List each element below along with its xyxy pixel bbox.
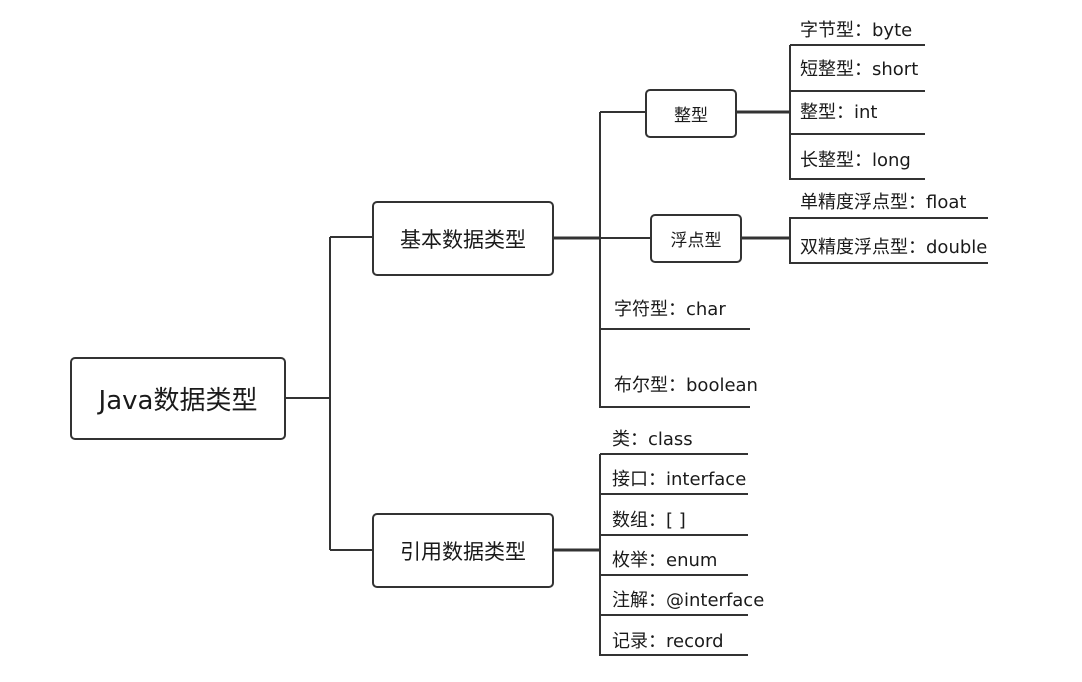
floating-label: 浮点型	[670, 231, 722, 251]
reference-types-label: 引用数据类型	[400, 539, 526, 564]
reference-types-node[interactable]: 引用数据类型	[372, 513, 554, 588]
leaf-annotation[interactable]: 注解：@interface	[612, 590, 765, 611]
leaf-char[interactable]: 字符型：char	[614, 299, 726, 320]
leaf-array[interactable]: 数组：[ ]	[612, 510, 686, 531]
leaf-byte[interactable]: 字节型：byte	[800, 20, 913, 41]
leaf-interface[interactable]: 接口：interface	[612, 469, 747, 490]
root-node[interactable]: Java数据类型	[70, 357, 286, 440]
leaf-boolean[interactable]: 布尔型：boolean	[614, 375, 758, 396]
integer-label: 整型	[674, 106, 708, 126]
root-label: Java数据类型	[98, 386, 258, 416]
primitive-types-label: 基本数据类型	[400, 227, 526, 252]
leaf-class[interactable]: 类：class	[612, 429, 693, 450]
integer-node[interactable]: 整型	[645, 89, 737, 138]
leaf-record[interactable]: 记录：record	[612, 631, 724, 652]
leaf-short[interactable]: 短整型：short	[800, 59, 919, 80]
leaf-float[interactable]: 单精度浮点型：float	[800, 192, 967, 213]
floating-node[interactable]: 浮点型	[650, 214, 742, 263]
leaf-enum[interactable]: 枚举：enum	[612, 550, 718, 571]
leaf-long[interactable]: 长整型：long	[800, 150, 911, 171]
leaf-double[interactable]: 双精度浮点型：double	[800, 237, 988, 258]
primitive-types-node[interactable]: 基本数据类型	[372, 201, 554, 276]
leaf-int[interactable]: 整型：int	[800, 102, 878, 123]
